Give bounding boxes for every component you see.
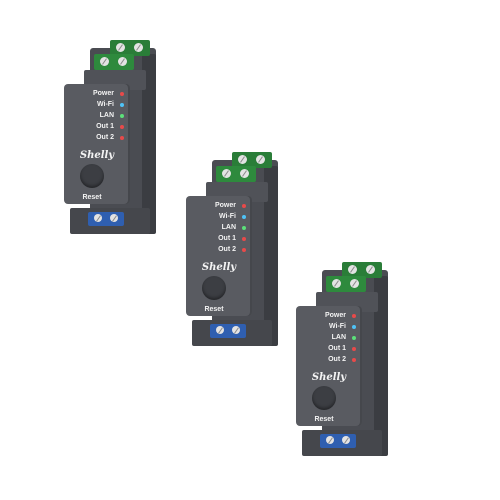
reset-button[interactable] [312,386,336,410]
top-terminal-block-front [216,166,256,182]
out1-led-icon [120,125,124,129]
out2-led-icon [120,136,124,140]
bottom-terminal-block [210,324,246,338]
lan-label: LAN [99,112,114,119]
top-terminal-block-rear [342,262,382,278]
wifi-label: Wi-Fi [218,213,236,220]
device-side [374,276,388,456]
screw-icon [110,214,118,222]
reset-label: Reset [204,306,224,313]
wifi-led-icon [352,325,356,329]
top-terminal-block-rear [110,40,150,56]
power-led-icon [242,204,246,208]
out2-label: Out 2 [328,356,346,363]
screw-icon [100,57,109,66]
lan-led-icon [120,114,124,118]
screw-icon [116,43,125,52]
screw-icon [256,155,265,164]
out2-label: Out 2 [96,134,114,141]
front-panel: Power Wi-Fi LAN Out 1 Out 2 Shelly Reset [186,196,252,316]
out1-label: Out 1 [218,235,236,242]
out2-led-icon [352,358,356,362]
screw-icon [240,169,249,178]
wifi-label: Wi-Fi [96,101,114,108]
out1-label: Out 1 [328,345,346,352]
out1-led-icon [352,347,356,351]
device-side [264,166,278,346]
reset-label: Reset [314,416,334,423]
din-rail-relay-device: Power Wi-Fi LAN Out 1 Out 2 Shelly Reset [186,152,282,352]
screw-icon [118,57,127,66]
top-terminal-block-front [94,54,134,70]
out1-label: Out 1 [96,123,114,130]
screw-icon [222,169,231,178]
front-panel: Power Wi-Fi LAN Out 1 Out 2 Shelly Reset [296,306,362,426]
reset-button[interactable] [80,164,104,188]
power-label: Power [92,90,114,97]
screw-icon [134,43,143,52]
screw-icon [342,436,350,444]
out2-led-icon [242,248,246,252]
reset-button[interactable] [202,276,226,300]
screw-icon [348,265,357,274]
screw-icon [326,436,334,444]
power-led-icon [120,92,124,96]
front-panel: Power Wi-Fi LAN Out 1 Out 2 Shelly Reset [64,84,130,204]
screw-icon [216,326,224,334]
wifi-led-icon [242,215,246,219]
top-terminal-block-front [326,276,366,292]
lan-led-icon [242,226,246,230]
screw-icon [332,279,341,288]
device-side [142,54,156,234]
shelly-logo: Shelly [79,150,115,161]
power-led-icon [352,314,356,318]
lan-label: LAN [331,334,346,341]
top-terminal-block-rear [232,152,272,168]
power-label: Power [324,312,346,319]
bottom-terminal-block [88,212,124,226]
lan-label: LAN [221,224,236,231]
screw-icon [350,279,359,288]
screw-icon [94,214,102,222]
bottom-terminal-block [320,434,356,448]
out1-led-icon [242,237,246,241]
shelly-logo: Shelly [201,262,237,273]
din-rail-relay-device: Power Wi-Fi LAN Out 1 Out 2 Shelly Reset [296,262,392,462]
screw-icon [232,326,240,334]
out2-label: Out 2 [218,246,236,253]
screw-icon [366,265,375,274]
wifi-label: Wi-Fi [328,323,346,330]
reset-label: Reset [82,194,102,201]
wifi-led-icon [120,103,124,107]
power-label: Power [214,202,236,209]
shelly-logo: Shelly [311,372,347,383]
lan-led-icon [352,336,356,340]
screw-icon [238,155,247,164]
din-rail-relay-device: Power Wi-Fi LAN Out 1 Out 2 Shelly Reset [64,40,160,240]
